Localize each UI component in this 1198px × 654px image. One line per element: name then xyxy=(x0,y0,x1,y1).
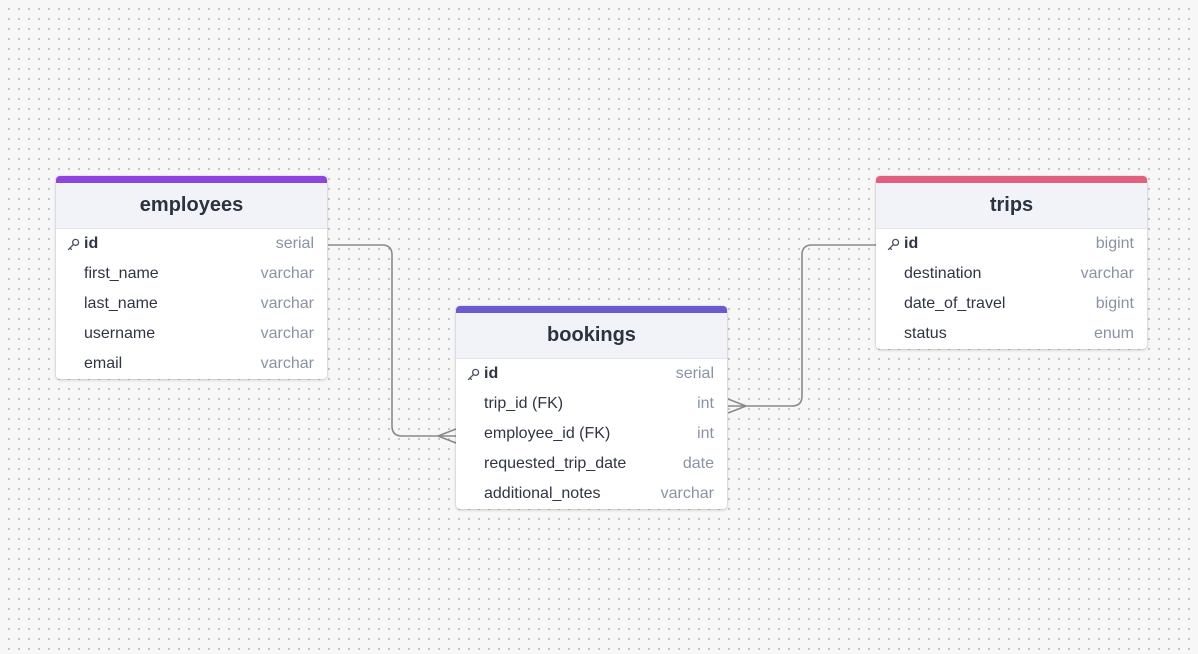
column-type: enum xyxy=(1093,325,1134,342)
column-row-last-name[interactable]: last_name varchar xyxy=(56,289,327,319)
column-row-id[interactable]: id bigint xyxy=(876,229,1147,259)
key-icon xyxy=(467,368,480,381)
table-trips[interactable]: trips id bigint destination varchar date… xyxy=(876,176,1147,349)
key-icon xyxy=(67,238,80,251)
column-name: username xyxy=(84,325,156,342)
table-employees[interactable]: employees id serial first_name varchar l… xyxy=(56,176,327,379)
column-row-requested-trip-date[interactable]: requested_trip_date date xyxy=(456,449,727,479)
table-header-employees[interactable]: employees xyxy=(56,176,327,229)
relationship-trips-bookings[interactable] xyxy=(728,244,876,407)
column-row-employee-id[interactable]: employee_id (FK) int xyxy=(456,419,727,449)
table-bookings[interactable]: bookings id serial trip_id (FK) int empl… xyxy=(456,306,727,509)
key-icon xyxy=(887,238,900,251)
column-name: status xyxy=(904,325,947,342)
column-type: int xyxy=(697,425,714,442)
column-row-trip-id[interactable]: trip_id (FK) int xyxy=(456,389,727,419)
column-type: varchar xyxy=(260,325,314,342)
column-name: trip_id (FK) xyxy=(484,395,564,412)
column-name: last_name xyxy=(84,295,158,312)
crowfoot-trips-bookings-icon xyxy=(727,398,747,414)
relationship-employees-bookings[interactable] xyxy=(328,244,456,437)
column-name: additional_notes xyxy=(484,485,601,502)
column-row-username[interactable]: username varchar xyxy=(56,319,327,349)
table-header-bookings[interactable]: bookings xyxy=(456,306,727,359)
column-name: first_name xyxy=(84,265,159,282)
crowfoot-employees-bookings-icon xyxy=(437,428,457,444)
column-name: email xyxy=(84,355,123,372)
column-type: varchar xyxy=(260,355,314,372)
column-type: varchar xyxy=(660,485,714,502)
column-name: requested_trip_date xyxy=(484,455,627,472)
column-row-destination[interactable]: destination varchar xyxy=(876,259,1147,289)
column-name: id xyxy=(904,235,919,252)
table-header-trips[interactable]: trips xyxy=(876,176,1147,229)
table-title: employees xyxy=(139,194,244,216)
column-name: id xyxy=(484,365,499,382)
column-row-email[interactable]: email varchar xyxy=(56,349,327,379)
column-name: destination xyxy=(904,265,982,282)
column-type: date xyxy=(682,455,714,472)
column-type: varchar xyxy=(1080,265,1134,282)
column-row-id[interactable]: id serial xyxy=(456,359,727,389)
column-row-id[interactable]: id serial xyxy=(56,229,327,259)
table-title: trips xyxy=(989,194,1034,216)
column-row-first-name[interactable]: first_name varchar xyxy=(56,259,327,289)
column-name: employee_id (FK) xyxy=(484,425,611,442)
column-name: date_of_travel xyxy=(904,295,1006,312)
column-type: varchar xyxy=(260,265,314,282)
column-type: serial xyxy=(675,365,714,382)
column-row-additional-notes[interactable]: additional_notes varchar xyxy=(456,479,727,509)
column-type: serial xyxy=(275,235,314,252)
column-name: id xyxy=(84,235,99,252)
column-type: bigint xyxy=(1095,235,1134,252)
table-title: bookings xyxy=(547,324,636,346)
column-type: int xyxy=(697,395,714,412)
column-type: varchar xyxy=(260,295,314,312)
column-row-status[interactable]: status enum xyxy=(876,319,1147,349)
column-type: bigint xyxy=(1095,295,1134,312)
column-row-date-of-travel[interactable]: date_of_travel bigint xyxy=(876,289,1147,319)
